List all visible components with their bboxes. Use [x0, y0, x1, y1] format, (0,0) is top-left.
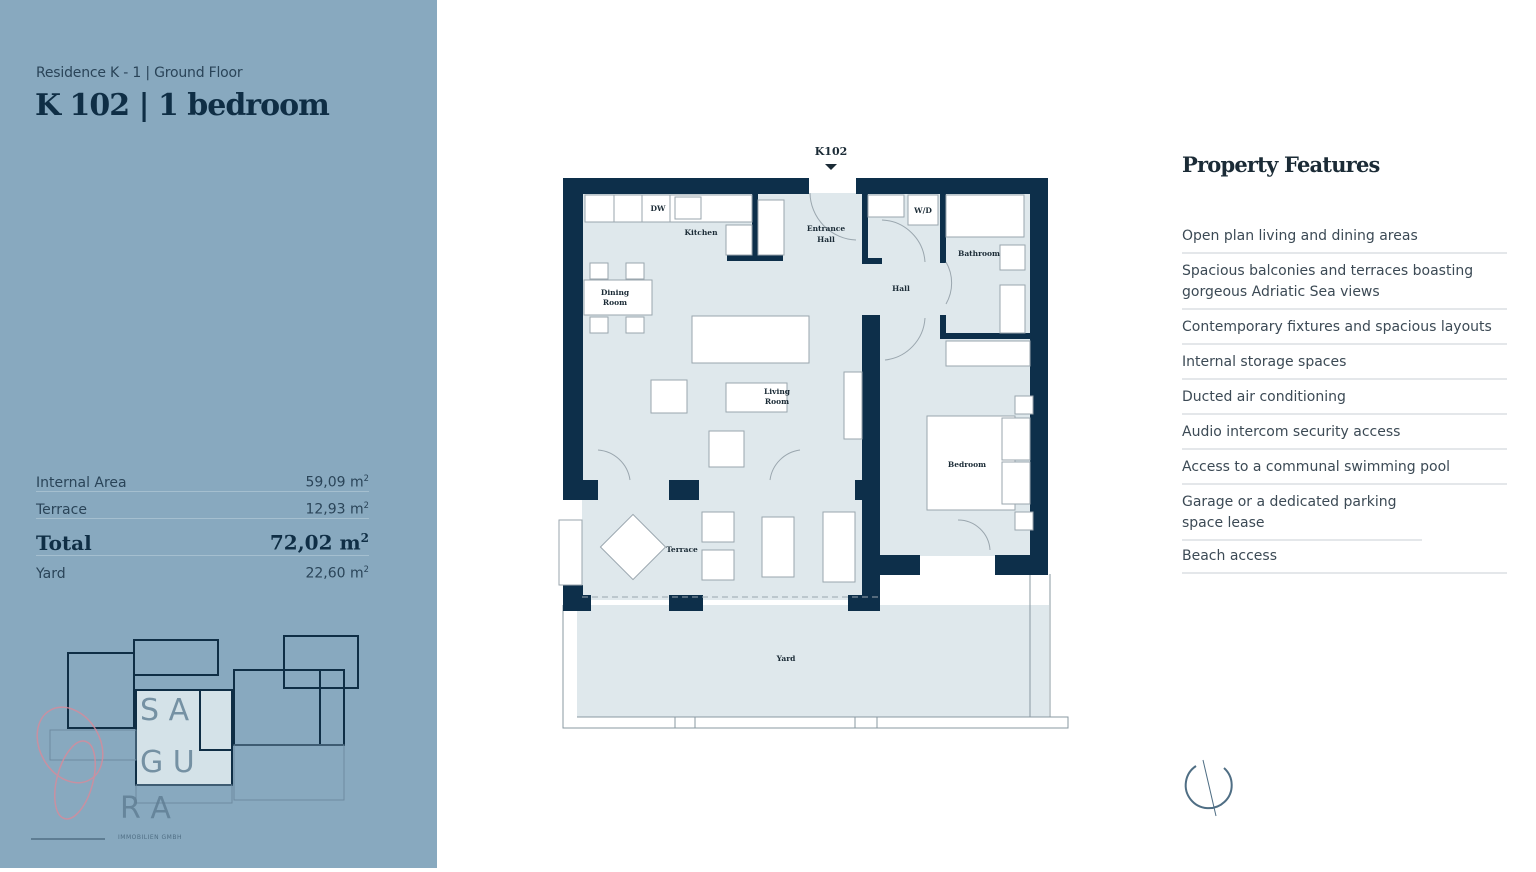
svg-text:G U: G U	[140, 745, 195, 780]
feature-item: Beach access	[1182, 544, 1507, 574]
feature-item: Ducted air conditioning	[1182, 385, 1507, 415]
room-label-living-room: Room	[765, 397, 789, 406]
unit-label: K102	[815, 145, 848, 158]
area-label: Total	[36, 530, 92, 555]
room-label-living: Living	[764, 387, 791, 396]
area-value: 72,02 m2	[269, 530, 369, 555]
feature-item: Garage or a dedicated parking space leas…	[1182, 490, 1422, 539]
door-swings	[582, 192, 991, 598]
entrance-arrow-icon	[825, 164, 837, 170]
room-label-bedroom: Bedroom	[948, 460, 986, 469]
area-row-total: Total 72,02 m2	[36, 519, 369, 556]
feature-item: Internal storage spaces	[1182, 350, 1507, 380]
info-panel: Residence K - 1 | Ground Floor K 102 | 1…	[0, 0, 437, 868]
feature-item: Contemporary fixtures and spacious layou…	[1182, 315, 1507, 345]
area-label: Yard	[36, 565, 66, 582]
room-label-yard: Yard	[776, 654, 797, 663]
area-value: 22,60 m2	[305, 564, 369, 582]
svg-text:R A: R A	[120, 791, 171, 820]
furniture	[558, 194, 1034, 586]
area-row-terrace: Terrace 12,93 m2	[36, 492, 369, 519]
area-row-yard: Yard 22,60 m2	[36, 556, 369, 582]
area-label: Internal Area	[36, 474, 127, 491]
key-plan-image: S A G U R A	[36, 635, 359, 820]
room-label-dining-room: Room	[603, 298, 627, 307]
feature-item: Open plan living and dining areas	[1182, 224, 1507, 254]
walls	[563, 178, 1048, 611]
unit-title: K 102 | 1 bedroom	[35, 88, 330, 123]
area-value: 12,93 m2	[305, 500, 369, 518]
logo-tagline: IMMOBILIEN GMBH	[118, 834, 182, 841]
feature-item: Access to a communal swimming pool	[1182, 455, 1507, 485]
area-label: Terrace	[36, 501, 87, 518]
appliance-label-wd: W/D	[913, 206, 932, 215]
room-label-entrance: Entrance	[807, 224, 845, 233]
logo-divider	[31, 838, 105, 840]
logo-wordmark: S A G U R A	[120, 693, 195, 820]
room-label-entrance-hall: Hall	[817, 235, 835, 244]
svg-text:S A: S A	[140, 693, 190, 728]
room-label-kitchen: Kitchen	[684, 228, 718, 237]
features-title: Property Features	[1182, 152, 1380, 177]
yard-area	[577, 605, 1049, 717]
room-label-bathroom: Bathroom	[958, 249, 1000, 258]
room-label-terrace: Terrace	[666, 545, 698, 554]
area-value: 59,09 m2	[305, 473, 369, 491]
area-row-internal: Internal Area 59,09 m2	[36, 465, 369, 492]
appliance-label-dw: DW	[651, 204, 667, 213]
logo-flower-icon	[36, 706, 104, 820]
compass-north-icon	[1184, 759, 1233, 817]
feature-item: Spacious balconies and terraces boasting…	[1182, 259, 1507, 310]
room-label-hall: Hall	[892, 284, 910, 293]
features-list: Open plan living and dining areas Spacio…	[1182, 224, 1507, 579]
feature-item: Audio intercom security access	[1182, 420, 1507, 450]
residence-subtitle: Residence K - 1 | Ground Floor	[36, 65, 243, 81]
area-table: Internal Area 59,09 m2 Terrace 12,93 m2 …	[36, 465, 369, 582]
room-label-dining: Dining	[601, 288, 630, 297]
